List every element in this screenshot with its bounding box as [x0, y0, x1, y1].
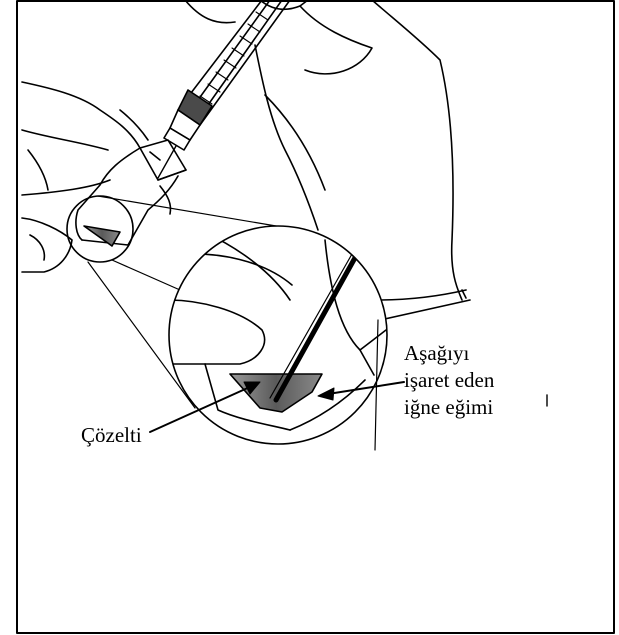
left-hand — [22, 82, 171, 272]
zoom-detail — [168, 226, 387, 444]
syringe — [158, 0, 290, 178]
label-needle-bevel-line2: işaret eden — [404, 367, 494, 394]
vial — [76, 140, 186, 246]
label-needle-bevel-line3: iğne eğimi — [404, 394, 494, 421]
label-needle-bevel-line1: Aşağıyı — [404, 340, 494, 367]
label-needle-bevel: Aşağıyı işaret eden iğne eğimi — [404, 340, 494, 421]
label-solution: Çözelti — [81, 422, 142, 449]
